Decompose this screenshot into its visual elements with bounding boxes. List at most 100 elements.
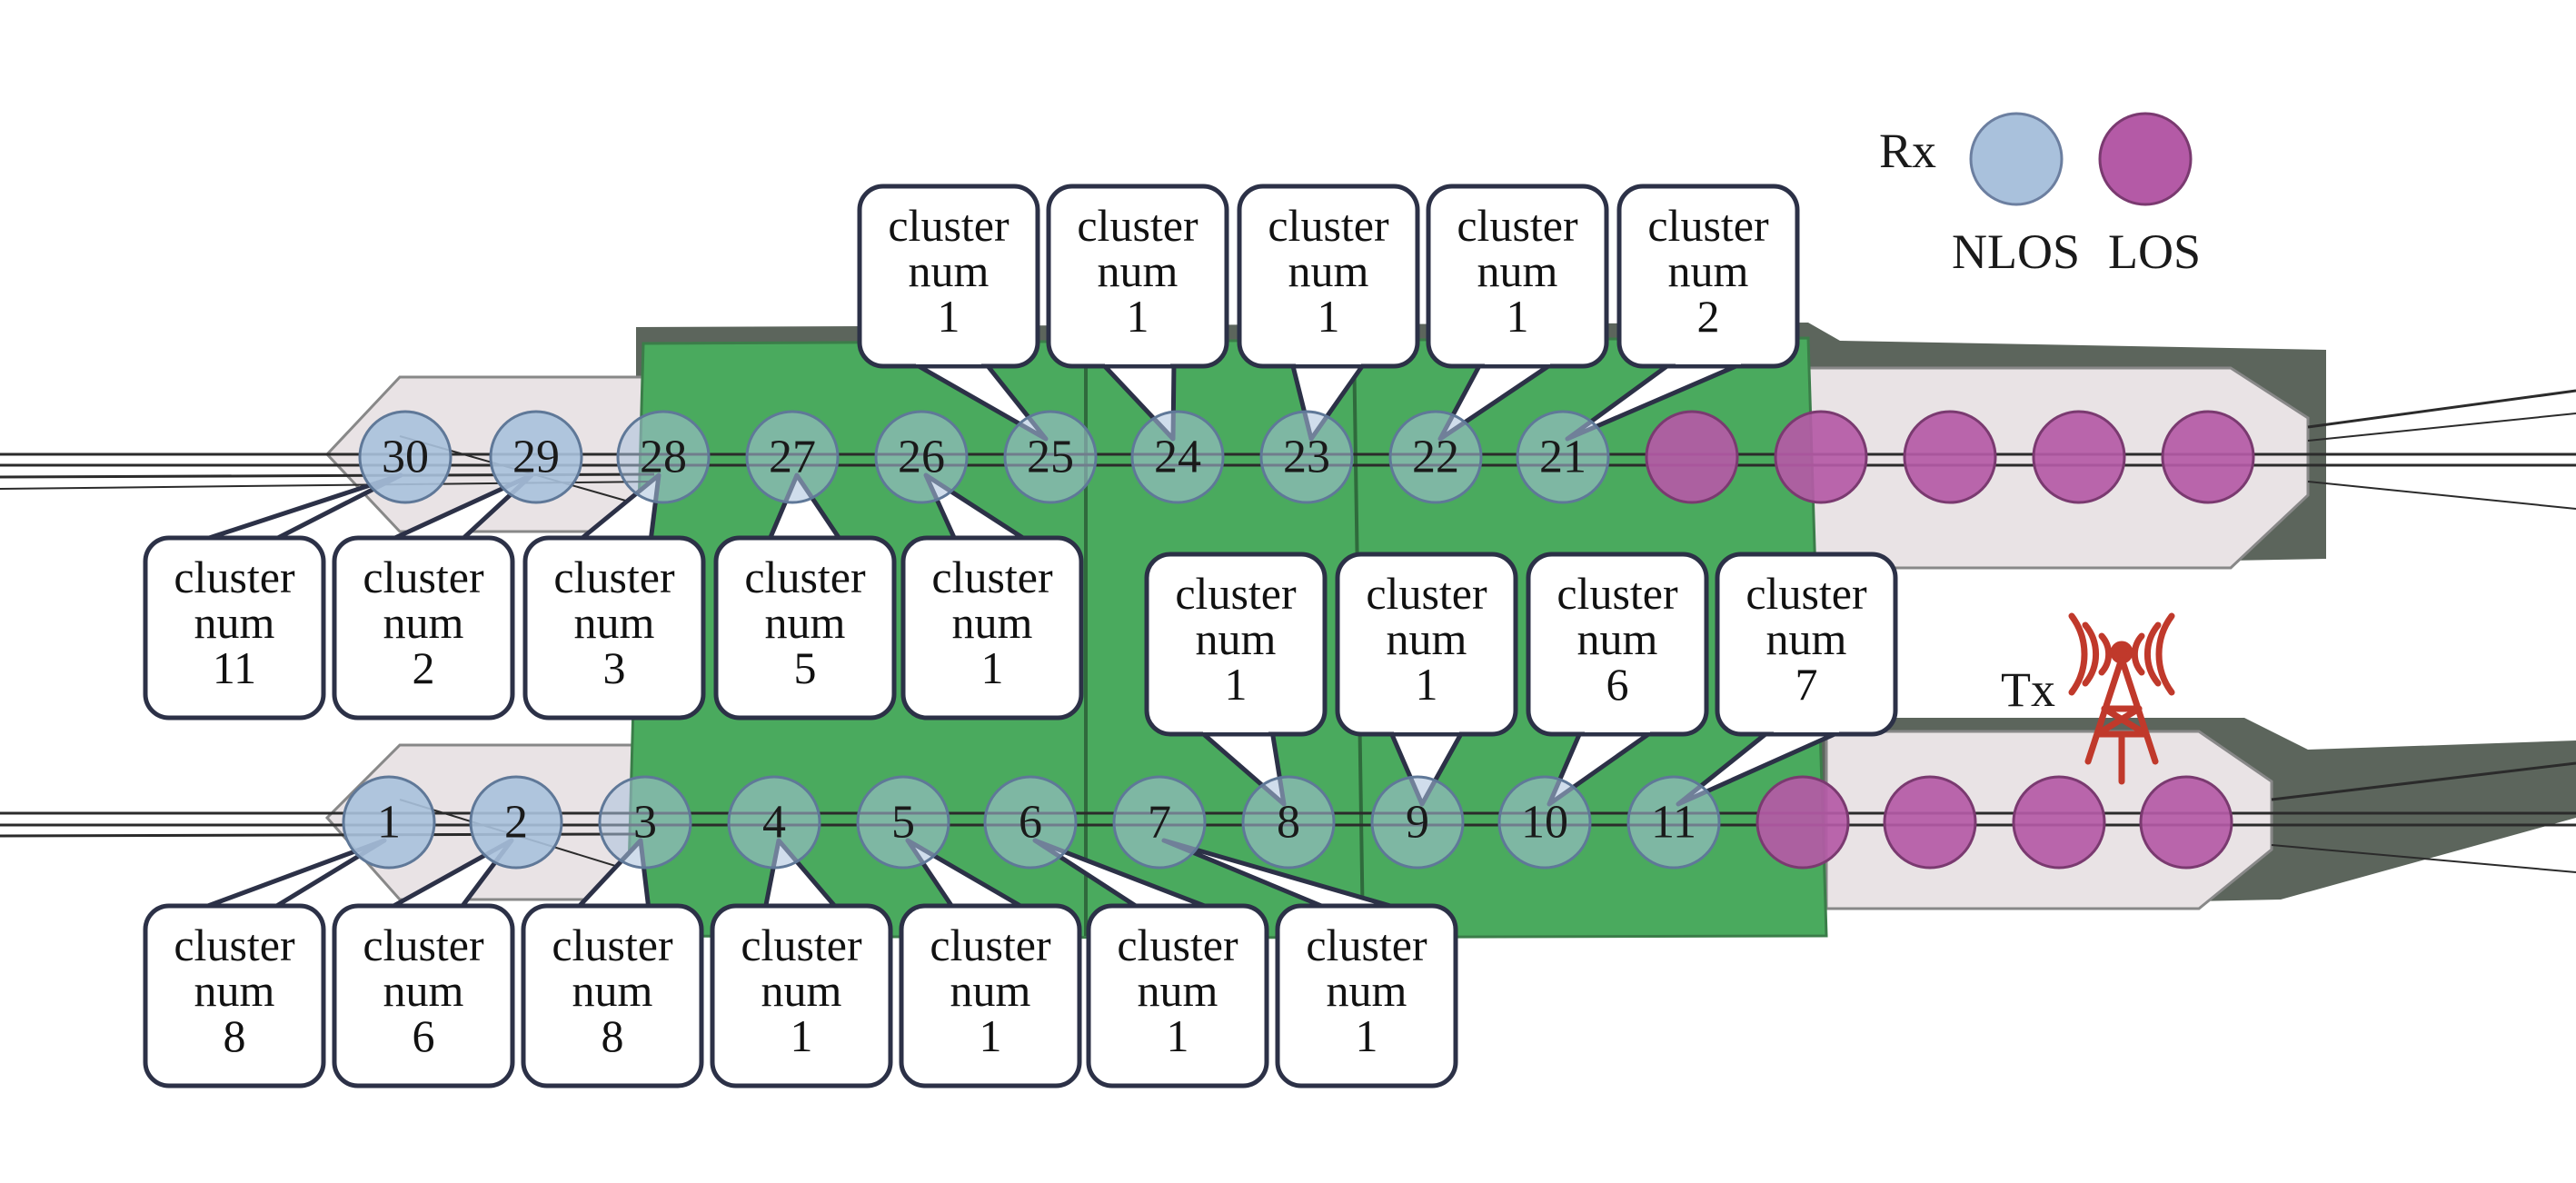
nlos-marker — [745, 410, 840, 504]
los-point — [2032, 410, 2126, 504]
nlos-marker — [342, 775, 436, 870]
cluster-count: 5 — [794, 642, 817, 693]
cluster-count: 1 — [1225, 659, 1248, 710]
callout-word-num: num — [383, 597, 464, 648]
cluster-count: 7 — [1795, 659, 1818, 710]
callout-word-cluster: cluster — [931, 552, 1053, 602]
callout-word-cluster: cluster — [553, 552, 675, 602]
nlos-marker — [727, 775, 821, 870]
transmitter: Tx — [2001, 612, 2175, 785]
callout-seam — [1485, 357, 1550, 364]
nlos-point-21: 21 — [1516, 410, 1610, 504]
nlos-point-25: 25 — [1003, 410, 1098, 504]
legend-los-swatch — [2098, 112, 2193, 206]
callout-box — [1715, 552, 1898, 737]
los-marker — [1645, 410, 1739, 504]
legend-nlos-label: NLOS — [1952, 224, 2080, 279]
nlos-marker — [1497, 775, 1592, 870]
callout-box — [143, 535, 326, 721]
callout-box — [1616, 184, 1800, 369]
callout-seam — [916, 357, 981, 364]
callouts: clusternum11clusternum2clusternum3cluste… — [143, 184, 1898, 1089]
callout-seam — [772, 541, 838, 548]
nlos-point-2: 2 — [469, 775, 563, 870]
callout-word-num: num — [1196, 613, 1277, 664]
nlos-marker — [469, 775, 563, 870]
callout-seam — [1585, 725, 1650, 732]
los-marker — [2032, 410, 2126, 504]
callout-seam — [1145, 909, 1210, 916]
callout-box — [1526, 552, 1709, 737]
nlos-marker — [598, 775, 692, 870]
point-number: 4 — [762, 797, 786, 849]
los-point — [2012, 775, 2106, 870]
nlos-point-29: 29 — [489, 410, 583, 504]
callout-word-cluster: cluster — [930, 920, 1051, 970]
callout-box — [710, 903, 893, 1089]
point-number: 7 — [1148, 797, 1171, 849]
callout-box — [521, 903, 704, 1089]
nlos-marker — [358, 410, 453, 504]
nlos-marker — [1388, 410, 1483, 504]
nlos-point-7: 7 — [1112, 775, 1207, 870]
callout-word-cluster: cluster — [174, 552, 295, 602]
nlos-point-5: 5 — [856, 775, 950, 870]
callout-seam — [1203, 725, 1268, 732]
nlos-point-28: 28 — [616, 410, 711, 504]
callout-seam — [1105, 357, 1170, 364]
cluster-count: 1 — [1127, 291, 1149, 342]
nlos-point-8: 8 — [1241, 775, 1336, 870]
nlos-marker — [1112, 775, 1207, 870]
callout-word-num: num — [765, 597, 846, 648]
legend-los-label: LOS — [2108, 224, 2201, 279]
los-point — [1883, 775, 1977, 870]
callout-word-num: num — [1327, 965, 1407, 1016]
los-marker — [1755, 775, 1850, 870]
cluster-count: 8 — [224, 1010, 246, 1061]
nlos-point-24: 24 — [1130, 410, 1225, 504]
point-number: 8 — [1277, 797, 1300, 849]
nlos-point-3: 3 — [598, 775, 692, 870]
cluster-count: 1 — [1356, 1010, 1378, 1061]
cluster-count: 11 — [213, 642, 256, 693]
callout-word-cluster: cluster — [1077, 200, 1198, 251]
legend-rx-label: Rx — [1879, 124, 1936, 178]
callout-word-cluster: cluster — [1366, 568, 1487, 619]
callout-box — [857, 184, 1040, 369]
los-marker — [2161, 410, 2255, 504]
callout-word-cluster: cluster — [1557, 568, 1678, 619]
nlos-point-23: 23 — [1259, 410, 1354, 504]
callout-word-cluster: cluster — [1746, 568, 1867, 619]
callout-seam — [202, 541, 267, 548]
callout-word-cluster: cluster — [1117, 920, 1238, 970]
nlos-marker — [1370, 775, 1465, 870]
nlos-marker — [616, 410, 711, 504]
cluster-count: 1 — [791, 1010, 813, 1061]
point-number: 1 — [377, 797, 401, 849]
callout-seam — [580, 909, 645, 916]
los-marker — [1903, 410, 1997, 504]
callout-box — [713, 535, 897, 721]
callout-word-cluster: cluster — [1268, 200, 1389, 251]
point-number: 21 — [1539, 432, 1586, 483]
callout-word-num: num — [909, 245, 990, 296]
point-number: 3 — [633, 797, 657, 849]
los-marker — [2012, 775, 2106, 870]
callout-word-cluster: cluster — [1457, 200, 1578, 251]
point-number: 5 — [891, 797, 915, 849]
cluster-count: 1 — [1318, 291, 1340, 342]
cluster-count: 1 — [1416, 659, 1438, 710]
nlos-point-26: 26 — [874, 410, 969, 504]
cluster-count: 2 — [413, 642, 435, 693]
callout-word-cluster: cluster — [363, 552, 484, 602]
callout-word-num: num — [194, 965, 275, 1016]
